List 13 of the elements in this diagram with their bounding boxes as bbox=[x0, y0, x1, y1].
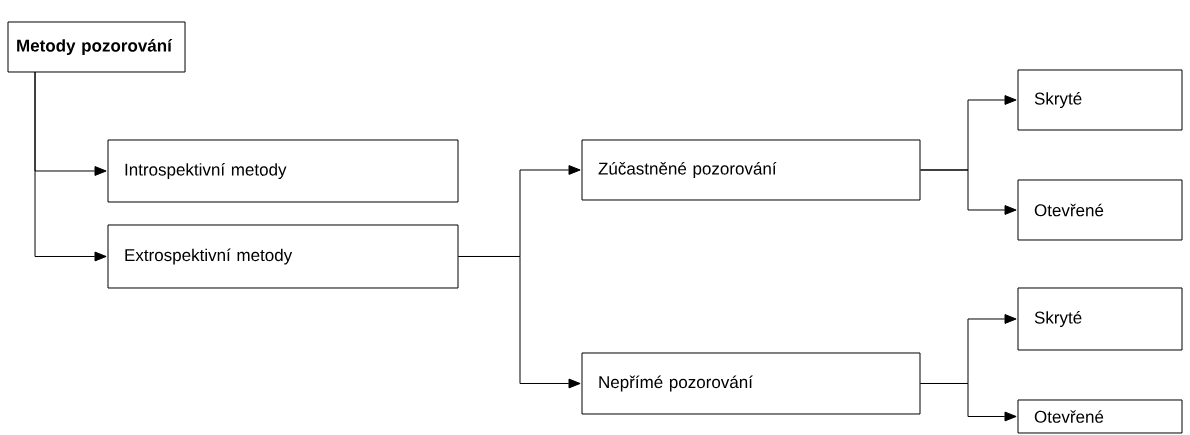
arrow bbox=[458, 256, 581, 389]
process-box: Zúčastněné pozorování bbox=[581, 139, 921, 201]
process-box: Introspektivní metody bbox=[107, 139, 459, 203]
title-box: Metody pozorování bbox=[7, 21, 186, 73]
process-box: Otevřené bbox=[1017, 179, 1183, 241]
arrow bbox=[920, 169, 1017, 215]
process-box: Otevřené bbox=[1017, 399, 1183, 434]
arrow bbox=[920, 383, 1017, 422]
process-box: Skryté bbox=[1017, 69, 1183, 131]
process-box: Nepřímé pozorování bbox=[581, 352, 921, 415]
process-box: Skryté bbox=[1017, 287, 1183, 351]
process-box: Extrospektivní metody bbox=[107, 224, 459, 289]
arrow bbox=[34, 71, 107, 262]
